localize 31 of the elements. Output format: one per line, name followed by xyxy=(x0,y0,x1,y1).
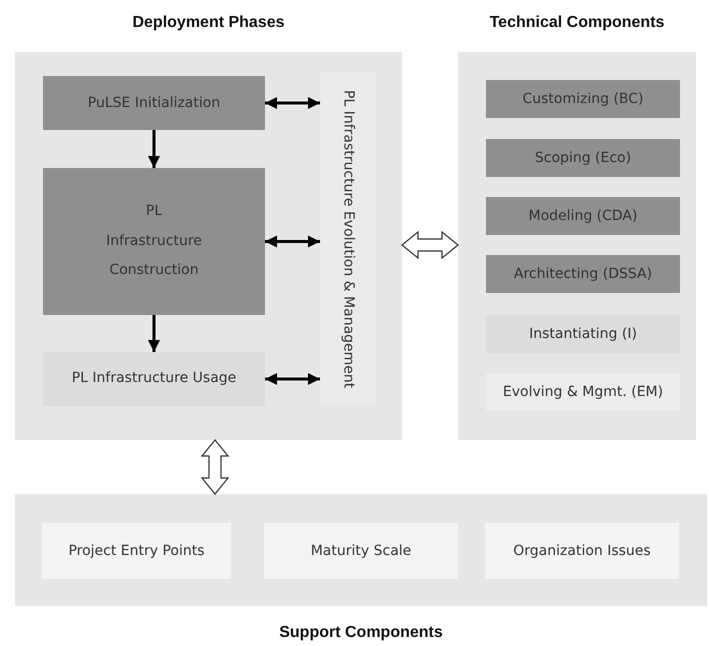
panel-heading: Support Components xyxy=(278,623,444,643)
double-arrow xyxy=(265,236,320,248)
node-label: Evolving & Mgmt. (EM) xyxy=(502,382,664,402)
component-box xyxy=(486,80,680,118)
node-label: Organization Issues xyxy=(513,542,651,561)
double-arrow xyxy=(265,97,320,109)
phase-box xyxy=(43,76,265,130)
node-label: Instantiating (I) xyxy=(529,324,637,344)
phase-box xyxy=(43,168,265,315)
node-label: Modeling (CDA) xyxy=(528,206,638,226)
node-label: PL Infrastructure Construction xyxy=(105,202,203,280)
hollow-double-arrow xyxy=(401,230,459,260)
panel-heading: Technical Components xyxy=(488,13,666,33)
node-label: PL Infrastructure Evolution & Management xyxy=(340,90,356,388)
phase-box xyxy=(43,352,265,406)
node-label: Architecting (DSSA) xyxy=(514,264,652,284)
double-arrow xyxy=(265,373,320,385)
node-label: Maturity Scale xyxy=(310,542,412,561)
node-label: Customizing (BC) xyxy=(522,90,644,109)
arrow xyxy=(148,130,160,168)
node-label: Scoping (Eco) xyxy=(534,148,632,168)
component-box xyxy=(486,197,680,235)
node-label: PuLSE Initialization xyxy=(88,94,220,113)
component-box xyxy=(486,255,680,293)
node-label: Project Entry Points xyxy=(68,542,205,561)
component-box xyxy=(486,139,680,177)
node-label: PL Infrastructure Usage xyxy=(70,369,238,388)
arrow xyxy=(148,315,160,352)
hollow-double-arrow xyxy=(200,439,230,495)
panel-heading: Deployment Phases xyxy=(131,13,286,33)
vertical-band xyxy=(320,72,376,406)
